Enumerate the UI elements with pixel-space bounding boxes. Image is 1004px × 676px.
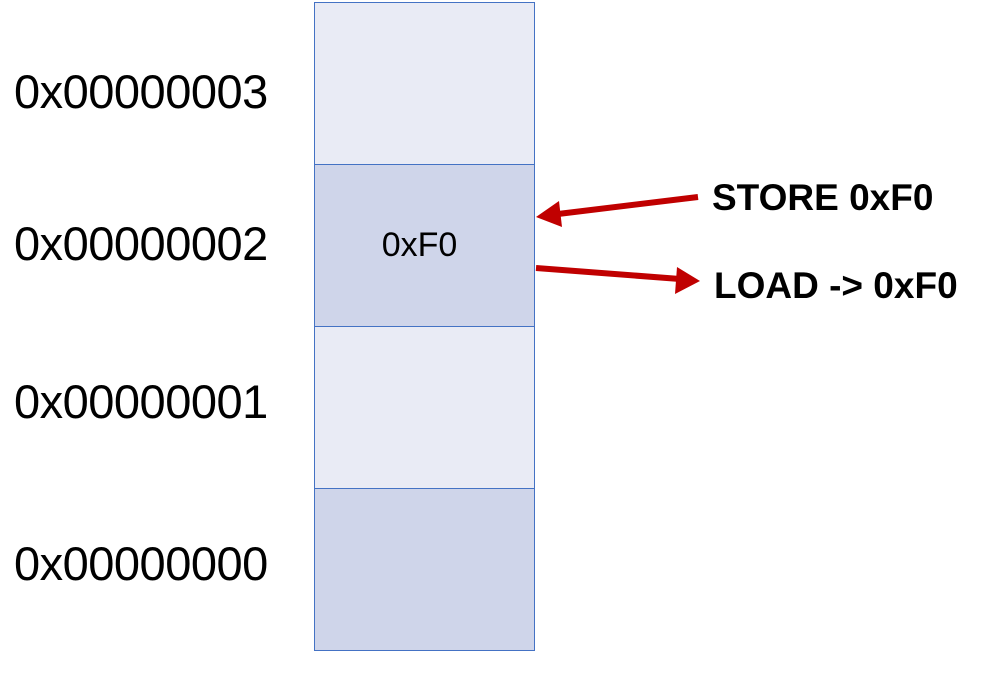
store-label: STORE 0xF0 [712, 177, 934, 218]
memory-cell-2: 0xF0 [314, 164, 535, 327]
address-label-2: 0x00000002 [14, 217, 268, 270]
store-arrow [536, 194, 699, 227]
address-label-0: 0x00000000 [14, 537, 268, 590]
address-label-1: 0x00000001 [14, 375, 268, 428]
load-label: LOAD -> 0xF0 [714, 265, 958, 306]
memory-column: 0xF0 [314, 2, 535, 651]
memory-cell-1 [314, 326, 535, 489]
load-arrow [535, 265, 700, 294]
address-label-3: 0x00000003 [14, 65, 268, 118]
memory-cell-3 [314, 2, 535, 165]
memory-cell-2-value: 0xF0 [381, 226, 458, 264]
memory-cell-0 [314, 488, 535, 651]
